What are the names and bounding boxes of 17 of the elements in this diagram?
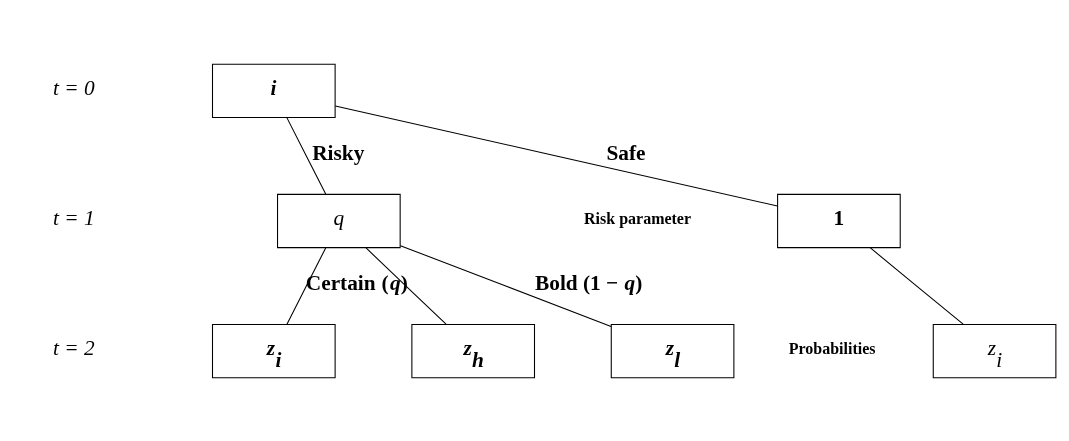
connector	[399, 244, 612, 327]
node-box: 1	[777, 193, 901, 248]
node-box: i	[211, 63, 336, 118]
label: t = 0	[53, 75, 95, 100]
edge-label: Safe	[606, 140, 646, 165]
edge-label: Bold (1 − q)	[535, 270, 643, 295]
connector	[365, 246, 447, 325]
edge-label: Risky	[312, 140, 365, 165]
label: Risk parameter	[584, 209, 692, 227]
connector	[869, 246, 964, 325]
label: Probabilities	[788, 339, 876, 357]
connector	[286, 246, 327, 325]
label: t = 2	[53, 335, 95, 360]
connector	[286, 116, 327, 195]
connector	[334, 104, 778, 207]
node-box: q	[277, 193, 401, 248]
label: t = 1	[53, 205, 95, 230]
